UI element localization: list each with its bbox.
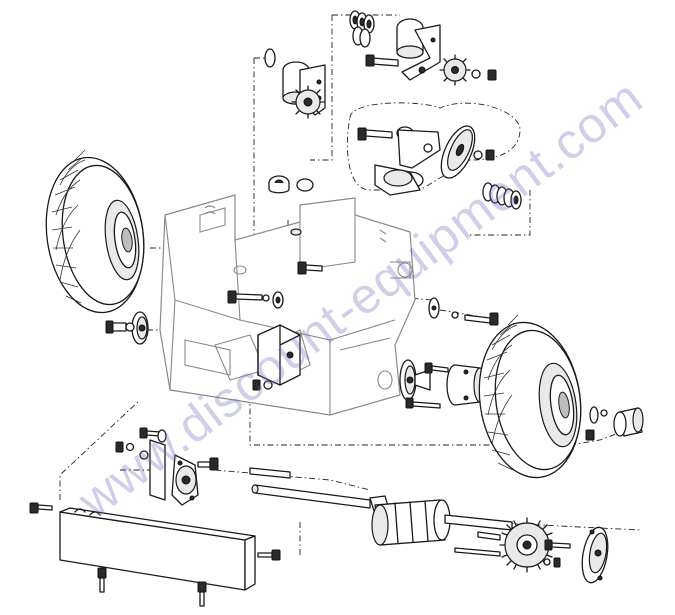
- right-wheel-cap: [585, 406, 644, 441]
- left-wheel-hub: [105, 311, 149, 345]
- right-hub-flange: [399, 359, 487, 409]
- right-fork-roller-assembly: [349, 10, 497, 86]
- idler-pulley: [440, 125, 476, 179]
- center-bracket: [257, 324, 301, 386]
- chassis-bolts: [227, 261, 499, 391]
- drive-axle: [249, 467, 513, 557]
- right-fork-sprocket: [439, 54, 471, 86]
- chassis-frame: [159, 194, 416, 416]
- right-flange-bearing: [581, 526, 609, 584]
- idler-bracket-assembly: [357, 125, 522, 210]
- sprocket-hardware: [543, 539, 571, 568]
- left-fork-sprocket: [291, 85, 325, 119]
- bearing-flange-assembly: [115, 427, 219, 506]
- drive-sprocket: [499, 517, 555, 573]
- spring-washers-middle: [482, 182, 522, 210]
- cover-plate: [29, 502, 281, 607]
- grommet-and-plug: [268, 175, 314, 236]
- spring-washers-top: [349, 10, 375, 48]
- left-wheel: [45, 149, 145, 314]
- right-wheel: [478, 314, 582, 479]
- left-fork-roller-assembly: [264, 48, 326, 119]
